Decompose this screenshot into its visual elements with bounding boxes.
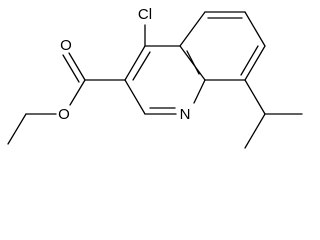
bond [244, 45, 266, 81]
carbonyl-oxygen-label: O [60, 37, 72, 54]
pyridine-ring [124, 45, 206, 115]
chlorine-label: Cl [138, 6, 152, 23]
bond-fusion [179, 45, 206, 81]
bond [124, 79, 146, 115]
ethyl-ester-group: O O [7, 37, 126, 145]
bond [193, 79, 206, 104]
bond [244, 11, 266, 47]
quinoline-ester-structure: Cl N O O [7, 6, 303, 149]
nitrogen-label: N [180, 106, 191, 123]
bond-double-inner [132, 51, 151, 81]
bond [69, 79, 86, 106]
carbonyl-bond-double [62, 54, 80, 83]
bond [179, 11, 206, 47]
carbonyl-bond [68, 52, 86, 81]
bond-double-inner [186, 50, 200, 75]
benzo-ring [179, 11, 266, 81]
ester-oxygen-label: O [58, 106, 70, 123]
bond [244, 79, 266, 115]
bond [244, 113, 266, 149]
bond-double-inner [240, 45, 259, 76]
isopropyl-group [244, 79, 303, 149]
bond [124, 45, 146, 81]
bond [7, 113, 27, 145]
